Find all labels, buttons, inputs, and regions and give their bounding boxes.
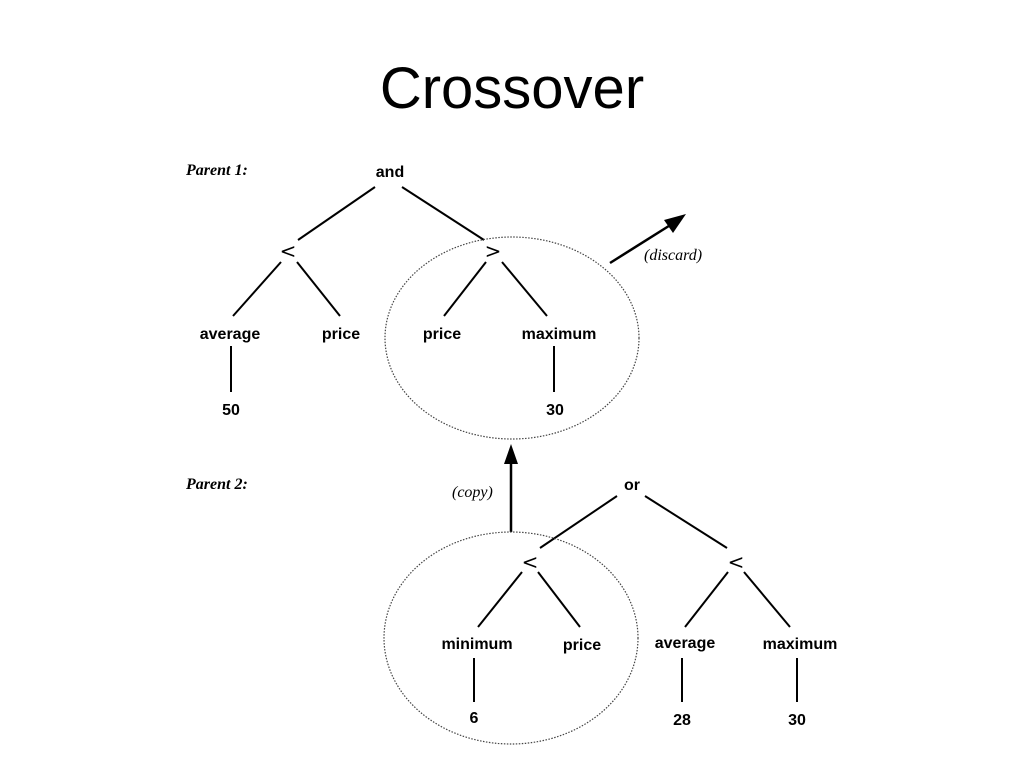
edge-or-lt-left [539, 495, 618, 549]
edge-lt-maximum [743, 571, 791, 628]
node-price: price [563, 637, 601, 654]
node-less-than: < [280, 239, 297, 263]
discard-label: (discard) [644, 247, 702, 264]
copy-subtree-circle [383, 531, 639, 745]
edge-lt-average [232, 261, 282, 317]
edge-gt-price [443, 261, 487, 317]
edge-lt-minimum [477, 571, 523, 628]
discard-arrow [609, 222, 673, 265]
edge-lt-average [684, 571, 729, 628]
edge-lt-price [296, 261, 341, 317]
node-price: price [423, 326, 461, 343]
node-or: or [624, 477, 640, 494]
node-value-50: 50 [222, 402, 240, 419]
node-minimum: minimum [441, 636, 512, 653]
node-average: average [655, 635, 716, 652]
copy-arrow-head [504, 444, 518, 464]
discard-arrow-head [664, 214, 686, 233]
parent1-label: Parent 1: [185, 162, 248, 179]
edge-and-gt [401, 186, 485, 241]
slide-title: Crossover [379, 56, 645, 121]
node-greater-than: > [485, 239, 502, 263]
edge-gt-maximum [501, 261, 548, 317]
edge-or-lt-right [644, 495, 728, 549]
node-less-than: < [728, 550, 745, 574]
node-average: average [200, 326, 261, 343]
copy-label: (copy) [452, 484, 493, 501]
node-maximum: maximum [763, 636, 838, 653]
discard-subtree-circle [384, 236, 640, 440]
node-maximum: maximum [522, 326, 597, 343]
node-value-30: 30 [546, 402, 564, 419]
node-less-than: < [522, 550, 539, 574]
parent2-label: Parent 2: [185, 476, 248, 493]
edge-lt-price [537, 571, 581, 628]
node-value-6: 6 [470, 710, 479, 727]
node-value-28: 28 [673, 712, 691, 729]
node-price: price [322, 326, 360, 343]
edge-and-lt [297, 186, 376, 241]
node-and: and [376, 164, 404, 181]
node-value-30: 30 [788, 712, 806, 729]
